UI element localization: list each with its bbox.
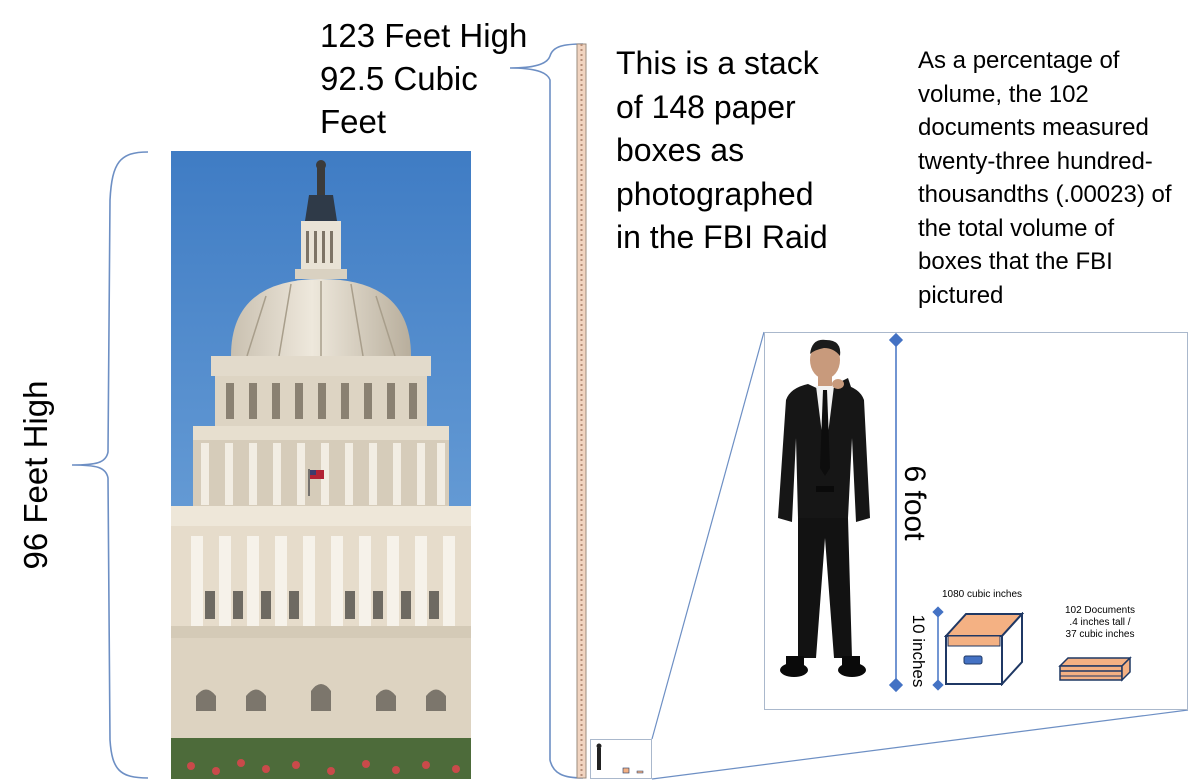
measure-marker-bottom xyxy=(888,677,904,693)
box-volume-label: 1080 cubic inches xyxy=(942,589,1023,600)
box-marker-top xyxy=(932,606,944,618)
box-marker-bottom xyxy=(932,679,944,691)
document-stack-icon xyxy=(1058,656,1132,682)
capitol-building-icon xyxy=(171,151,471,779)
documents-label-line1: 102 Documents xyxy=(1064,605,1136,616)
stack-height-label-1: 123 Feet High xyxy=(320,17,528,54)
paper-box-icon xyxy=(943,611,1025,687)
stack-description: This is a stack of 148 paper boxes as ph… xyxy=(616,45,828,255)
stack-height-bracket xyxy=(509,43,584,779)
box-height-label: 10 inches xyxy=(909,614,928,688)
zoom-line-bottom xyxy=(651,709,1189,780)
thinking-man-figure xyxy=(768,338,878,686)
zoom-line-top xyxy=(651,331,765,740)
documents-label-line2: .4 inches tall / xyxy=(1069,617,1131,628)
documents-label: 102 Documents .4 inches tall / 37 cubic … xyxy=(1058,605,1142,641)
box-stack xyxy=(576,43,587,779)
measure-marker-top xyxy=(888,332,904,348)
percentage-note: As a percentage of volume, the 102 docum… xyxy=(918,47,1172,309)
person-height-label: 6 foot xyxy=(898,465,931,541)
documents-label-line3: 37 cubic inches xyxy=(1065,629,1135,640)
capitol-height-bracket xyxy=(71,151,149,779)
stack-height-label-2: 92.5 Cubic xyxy=(320,60,478,97)
mini-inset-thumbnail xyxy=(590,739,652,779)
stack-height-label-3: Feet xyxy=(320,103,387,140)
capitol-photo xyxy=(171,151,471,779)
